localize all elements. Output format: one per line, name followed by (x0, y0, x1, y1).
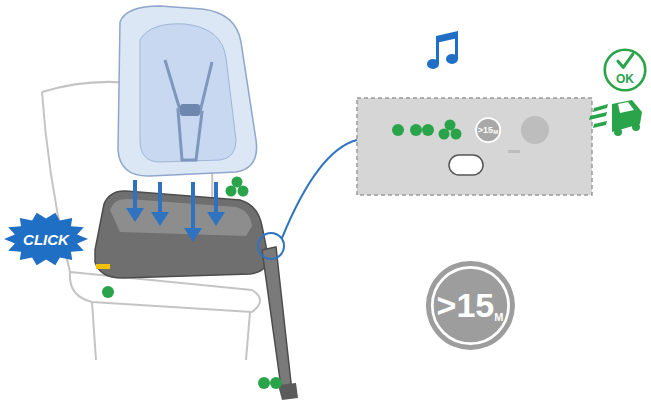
indicator-badge: >15M (475, 117, 501, 143)
green-dots (102, 177, 282, 390)
panel-dots (392, 120, 462, 140)
callout-circle (258, 233, 284, 259)
down-arrows (126, 180, 225, 242)
panel-mark (508, 150, 520, 153)
badge-text: >15M (475, 117, 501, 143)
music-note (427, 31, 458, 69)
isofix-base (95, 191, 298, 400)
callout-line (282, 140, 357, 238)
badge-unit: M (493, 129, 498, 135)
badge-value: >15 (437, 288, 495, 322)
child-seat (118, 6, 257, 176)
badge-value: CLICK (23, 232, 69, 247)
click-starburst: CLICK (4, 212, 88, 266)
badge-text: CLICK (4, 212, 88, 266)
badge-text: >15M (425, 260, 516, 351)
badge-text: OK (603, 48, 647, 92)
panel-button (449, 155, 483, 175)
panel-grey-light (521, 116, 549, 144)
badge-value: OK (616, 73, 634, 85)
age-badge: >15M (425, 260, 516, 351)
badge-unit: M (494, 312, 503, 323)
ok-badge-shape (603, 48, 647, 92)
badge-value: >15 (478, 126, 493, 135)
car-icon (589, 100, 642, 136)
indicator-panel (357, 98, 592, 195)
ok-badge: OK (603, 48, 647, 92)
